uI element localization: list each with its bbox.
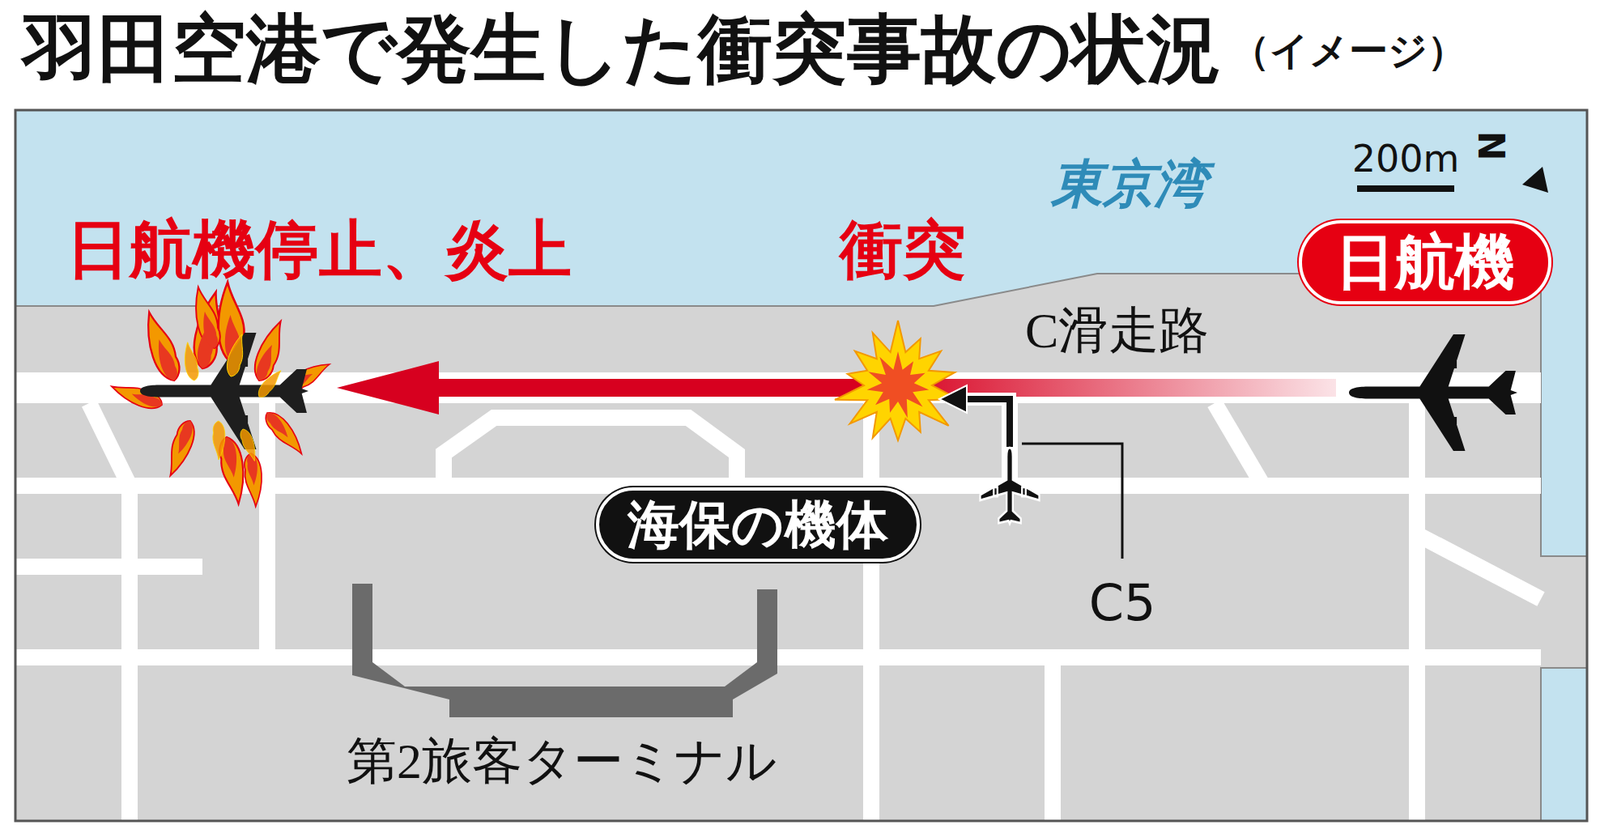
- flame: [242, 452, 264, 508]
- runway-name: C滑走路: [1025, 302, 1209, 358]
- title: 羽田空港で発生した衝突事故の状況: [22, 8, 1222, 90]
- flame: [152, 337, 180, 383]
- taxiway: [259, 403, 276, 658]
- flame: [238, 427, 260, 464]
- aircraft-tag: 海保の機体: [595, 487, 920, 562]
- taxiway: [1044, 657, 1061, 822]
- burst-outer: [834, 320, 958, 441]
- flame: [263, 409, 292, 441]
- title-note: （イメージ）: [1230, 29, 1467, 73]
- jal-plane: [1348, 334, 1518, 452]
- coast-guard-plane: [980, 447, 1040, 524]
- flame: [212, 421, 226, 460]
- flame: [249, 317, 290, 384]
- sea: [15, 110, 1588, 822]
- land: [15, 273, 1588, 822]
- track-arrow: [336, 361, 1337, 415]
- flame: [260, 407, 308, 460]
- taxiway: [15, 649, 1541, 666]
- flame: [224, 332, 249, 379]
- north-arrow: [1522, 166, 1549, 193]
- taxiway: [1417, 534, 1541, 600]
- taxiways: [15, 403, 1541, 822]
- flame: [161, 417, 200, 479]
- taxiway: [15, 558, 203, 575]
- node-text: 海保の機体: [627, 496, 889, 554]
- leader-line: [1021, 443, 1123, 559]
- scale-bar: [1357, 185, 1455, 192]
- node-text: 日航機: [1335, 229, 1515, 295]
- sea-name: 東京湾: [1051, 156, 1207, 213]
- terminal-name: 第2旅客ターミナル: [346, 733, 777, 789]
- taxiway-name: C5: [1089, 575, 1157, 631]
- event-label: 衝突: [839, 215, 966, 286]
- burst-inner: [867, 351, 929, 418]
- taxiway: [443, 417, 737, 486]
- flame: [255, 366, 286, 400]
- aircraft-tag: 日航機: [1298, 220, 1552, 304]
- fire: [181, 332, 286, 464]
- coast-guard-path-outline: [963, 399, 1010, 447]
- flame: [181, 340, 200, 382]
- taxiway: [89, 403, 130, 822]
- flame: [173, 419, 196, 456]
- coast-guard-path: [963, 399, 1010, 447]
- taxiway: [863, 403, 880, 822]
- collision-burst: [834, 320, 958, 441]
- map-frame: [15, 110, 1588, 822]
- taxiway: [1408, 403, 1426, 822]
- scale-label: 200m: [1352, 138, 1460, 180]
- flame: [137, 308, 184, 385]
- event-label: 日航機停止、炎上: [66, 215, 572, 286]
- fire: [108, 280, 333, 508]
- terminal-building: [352, 583, 778, 718]
- north-label: N: [1470, 131, 1510, 162]
- coast-guard-arrowhead: [939, 385, 967, 413]
- flame: [199, 310, 221, 350]
- taxiway: [1214, 403, 1264, 486]
